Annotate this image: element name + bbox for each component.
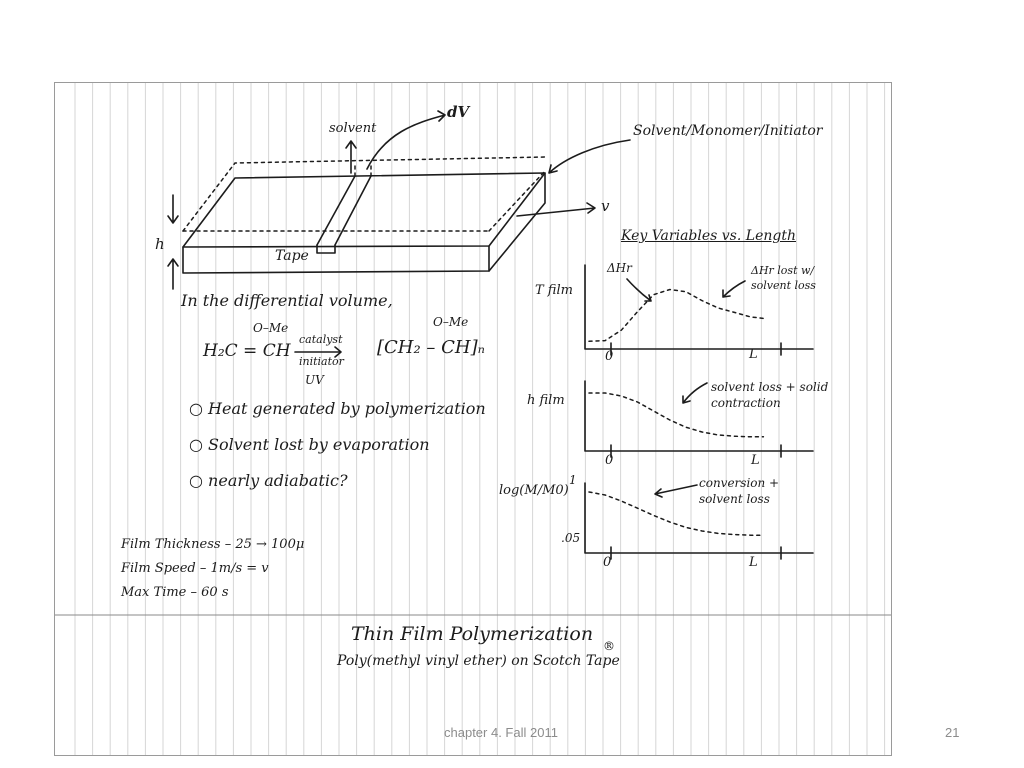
chart2-tick-0: 0 bbox=[605, 453, 614, 468]
chart1-annotation-dhr-lost: ΔHr lost w/ solvent loss bbox=[751, 264, 816, 292]
catalyst-label: catalyst bbox=[299, 333, 343, 346]
conversion-arrow bbox=[654, 484, 698, 498]
chart1-annotation-dhr: ΔHr bbox=[607, 261, 632, 275]
caption-subtitle: Poly(methyl vinyl ether) on Scotch Tape bbox=[337, 653, 620, 669]
chart3-axes bbox=[584, 482, 814, 554]
product-substituent: O–Me bbox=[433, 315, 469, 329]
charts bbox=[584, 264, 814, 560]
chart2-tick-l: L bbox=[751, 453, 760, 468]
chart3-curve bbox=[588, 491, 765, 536]
footer-page-number: 21 bbox=[945, 725, 960, 740]
registered-mark: ® bbox=[603, 639, 615, 653]
bullet-item-heat: ○ Heat generated by polymerization bbox=[189, 399, 486, 418]
differential-volume-heading: In the differential volume, bbox=[181, 291, 393, 310]
chart3-ytick-1: 1 bbox=[569, 473, 577, 487]
notebook-scan: solvent dV Solvent/Monomer/Initiator v h… bbox=[54, 82, 892, 756]
key-variables-title: Key Variables vs. Length bbox=[621, 228, 796, 244]
chart3-annotation: conversion + solvent loss bbox=[699, 476, 780, 506]
bullet-item-adiabatic: ○ nearly adiabatic? bbox=[189, 471, 348, 490]
chart3-tick-0: 0 bbox=[603, 555, 612, 570]
chart2-annotation: solvent loss + solid contraction bbox=[711, 380, 829, 410]
product-formula: [CH₂ – CH]ₙ bbox=[377, 337, 485, 358]
reaction-arrow bbox=[294, 346, 342, 358]
film-slab-drawing bbox=[167, 110, 631, 290]
solvent-loss-arrow bbox=[682, 382, 708, 404]
param-film-thickness: Film Thickness – 25 → 100μ bbox=[121, 537, 305, 552]
chart1-tick-l: L bbox=[749, 347, 758, 362]
dv-label: dV bbox=[447, 103, 470, 121]
thickness-h-label: h bbox=[155, 235, 165, 253]
velocity-label: v bbox=[601, 197, 610, 215]
chart1-tick-0: 0 bbox=[605, 349, 614, 364]
bullet-item-solvent: ○ Solvent lost by evaporation bbox=[189, 435, 430, 454]
uv-label: UV bbox=[305, 373, 324, 387]
chart1-curve bbox=[588, 288, 765, 343]
dhr-arrow bbox=[626, 278, 652, 302]
param-max-time: Max Time – 60 s bbox=[121, 585, 229, 600]
dhr-lost-arrow bbox=[722, 280, 746, 298]
chart2-curve bbox=[588, 392, 765, 438]
param-film-speed: Film Speed – 1m/s = v bbox=[121, 561, 269, 576]
reactant-formula: H₂C = CH bbox=[203, 341, 291, 361]
caption-title: Thin Film Polymerization bbox=[351, 623, 594, 645]
solvent-monomer-initiator-label: Solvent/Monomer/Initiator bbox=[633, 123, 823, 139]
solvent-label: solvent bbox=[329, 121, 377, 136]
chart2-ylabel: h film bbox=[527, 393, 565, 408]
chart1-axes bbox=[584, 264, 814, 350]
chart3-ylabel: log(M/M0) bbox=[499, 483, 569, 498]
initiator-label: initiator bbox=[299, 355, 344, 368]
reactant-substituent: O–Me bbox=[253, 321, 289, 335]
chart3-ytick-05: .05 bbox=[561, 531, 581, 545]
chart3-tick-l: L bbox=[749, 555, 758, 570]
chart1-ylabel: T film bbox=[535, 283, 573, 298]
footer-chapter: chapter 4. Fall 2011 bbox=[444, 725, 558, 740]
ruled-lines bbox=[74, 83, 886, 755]
chart2-axes bbox=[584, 380, 814, 452]
tape-label: Tape bbox=[275, 248, 309, 264]
notebook-sketch bbox=[55, 83, 891, 755]
